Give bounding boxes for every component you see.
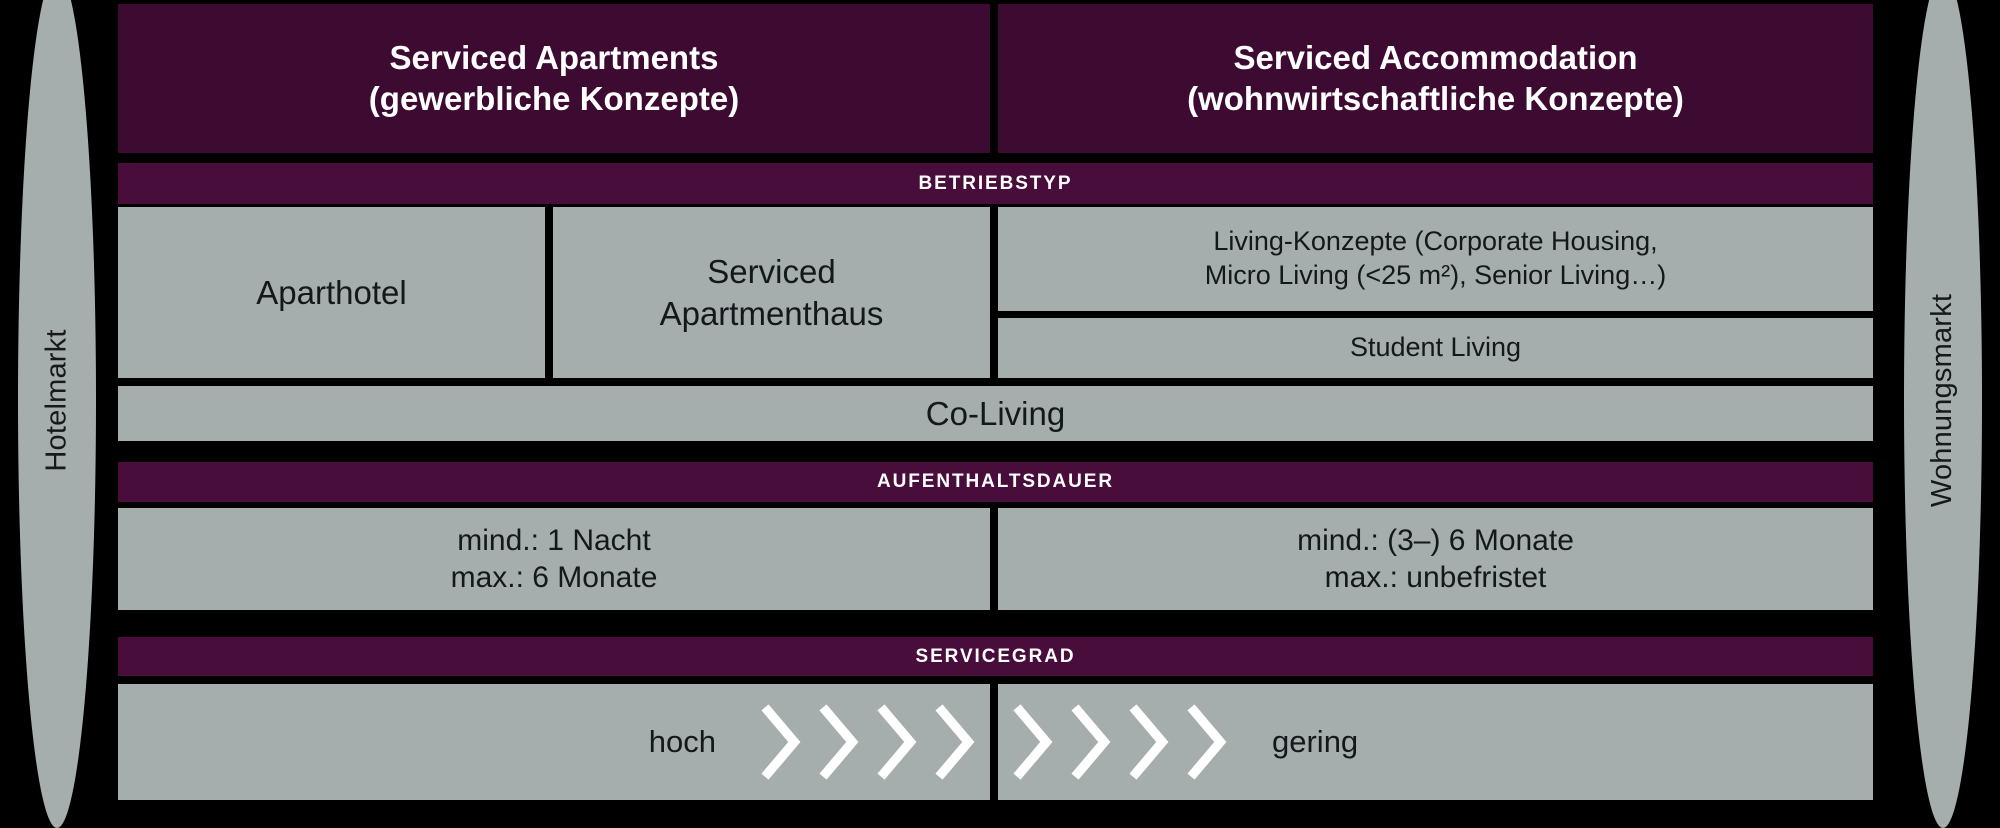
market-axis-hotel-label: Hotelmarkt	[40, 328, 73, 472]
cell-aufenthaltsdauer-right-min: mind.: (3–) 6 Monate	[1297, 523, 1574, 557]
cell-living-konzepte-line1: Living-Konzepte (Corporate Housing,	[1213, 226, 1658, 257]
cell-aufenthaltsdauer-left: mind.: 1 Nacht max.: 6 Monate	[118, 508, 990, 610]
chevron-group-left	[752, 702, 984, 782]
cell-serviced-apartmenthaus-line1: Serviced	[707, 253, 836, 291]
header-right-line1: Serviced Accommodation	[1233, 39, 1638, 77]
chevron-right-icon	[935, 704, 975, 780]
servicegrad-right-word: gering	[1272, 724, 1359, 759]
header-left-line1: Serviced Apartments	[389, 39, 719, 77]
cell-serviced-apartmenthaus-line2: Apartmenthaus	[659, 294, 884, 332]
band-betriebstyp-label: BETRIEBSTYP	[918, 172, 1073, 194]
diagram-canvas: Hotelmarkt Wohnungsmarkt Serviced Apartm…	[18, 0, 1982, 828]
cell-aufenthaltsdauer-right: mind.: (3–) 6 Monate max.: unbefristet	[998, 508, 1873, 610]
header-right-line2: (wohnwirtschaftliche Konzepte)	[1187, 79, 1684, 117]
chevron-group-right	[1004, 702, 1236, 782]
cell-living-konzepte: Living-Konzepte (Corporate Housing, Micr…	[998, 207, 1873, 311]
market-axis-hotel: Hotelmarkt	[18, 0, 96, 828]
cell-serviced-apartmenthaus: Serviced Apartmenthaus	[553, 207, 990, 378]
band-servicegrad: SERVICEGRAD	[118, 637, 1873, 676]
cell-co-living-label: Co-Living	[925, 394, 1066, 432]
header-serviced-apartments: Serviced Apartments (gewerbliche Konzept…	[118, 4, 990, 153]
chevron-right-icon	[761, 704, 801, 780]
chevron-right-icon	[1071, 704, 1111, 780]
chevron-right-icon	[1013, 704, 1053, 780]
market-axis-housing-label: Wohnungsmarkt	[1926, 293, 1959, 507]
band-betriebstyp: BETRIEBSTYP	[118, 163, 1873, 204]
chevron-right-icon	[877, 704, 917, 780]
band-aufenthaltsdauer-label: AUFENTHALTSDAUER	[877, 471, 1114, 492]
cell-servicegrad-left: hoch	[118, 684, 990, 800]
chevron-right-icon	[819, 704, 859, 780]
header-serviced-accommodation: Serviced Accommodation (wohnwirtschaftli…	[998, 4, 1873, 153]
cell-co-living: Co-Living	[118, 386, 1873, 441]
cell-aufenthaltsdauer-left-min: mind.: 1 Nacht	[457, 523, 651, 557]
cell-living-konzepte-line2: Micro Living (<25 m²), Senior Living…)	[1204, 260, 1667, 290]
cell-aparthotel: Aparthotel	[118, 207, 545, 378]
cell-student-living: Student Living	[998, 318, 1873, 378]
band-aufenthaltsdauer: AUFENTHALTSDAUER	[118, 462, 1873, 502]
cell-aufenthaltsdauer-left-max: max.: 6 Monate	[450, 561, 658, 594]
cell-aparthotel-label: Aparthotel	[256, 273, 407, 311]
chevron-right-icon	[1187, 704, 1227, 780]
header-left-line2: (gewerbliche Konzepte)	[368, 79, 740, 117]
market-axis-housing: Wohnungsmarkt	[1904, 0, 1982, 828]
band-servicegrad-label: SERVICEGRAD	[915, 645, 1076, 667]
cell-aufenthaltsdauer-right-max: max.: unbefristet	[1324, 561, 1547, 594]
cell-servicegrad-right: gering	[998, 684, 1873, 800]
servicegrad-left-word: hoch	[648, 724, 716, 759]
cell-student-living-label: Student Living	[1349, 332, 1522, 363]
chevron-right-icon	[1129, 704, 1169, 780]
